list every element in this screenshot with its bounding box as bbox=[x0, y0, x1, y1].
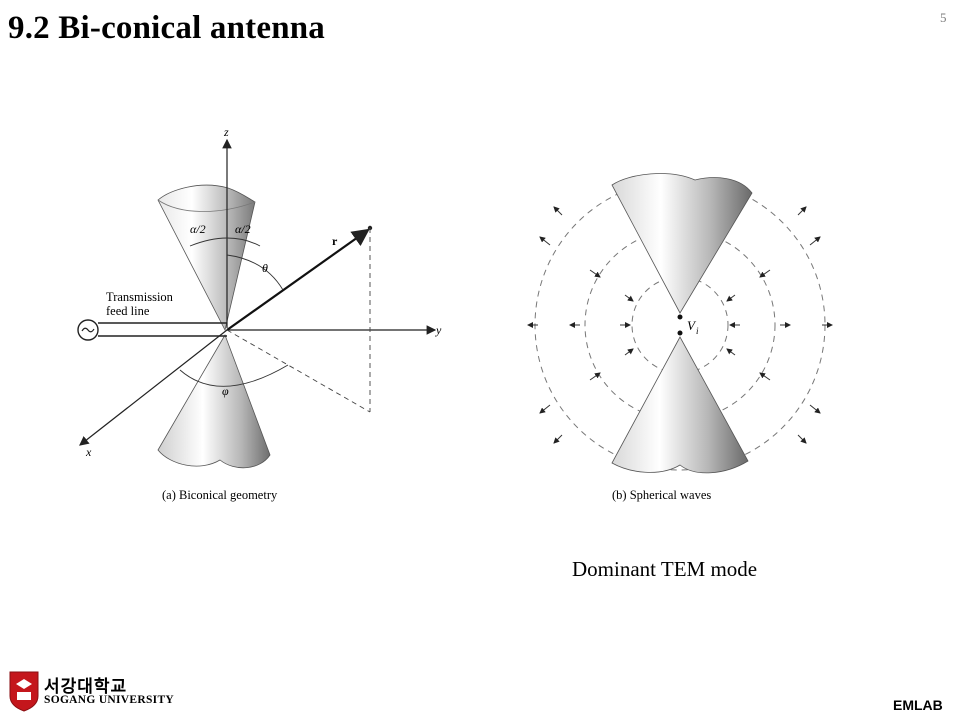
y-axis-label: y bbox=[435, 323, 442, 337]
figure-a-caption: (a) Biconical geometry bbox=[162, 488, 278, 502]
x-axis-label: x bbox=[85, 445, 92, 459]
upper-cone bbox=[157, 184, 256, 332]
lab-name: EMLAB bbox=[893, 697, 943, 713]
transmission-label-line2: feed line bbox=[106, 304, 150, 318]
sogang-seal-icon bbox=[9, 671, 39, 712]
spherical-waves-figure: V i bbox=[527, 173, 833, 474]
transmission-label-line1: Transmission bbox=[106, 290, 174, 304]
upper-cone-b bbox=[611, 173, 753, 314]
vi-label: V bbox=[687, 318, 697, 333]
alpha-right-label: α/2 bbox=[235, 222, 251, 236]
dominant-tem-mode-text: Dominant TEM mode bbox=[572, 557, 758, 581]
slide-title: 9.2 Bi-conical antenna bbox=[8, 10, 325, 46]
alpha-left-label: α/2 bbox=[190, 222, 206, 236]
vi-subscript: i bbox=[696, 326, 699, 336]
lower-cone bbox=[157, 334, 271, 469]
lower-cone-b bbox=[611, 336, 749, 474]
university-korean-name: 서강대학교 bbox=[44, 677, 128, 697]
theta-label: θ bbox=[262, 261, 268, 275]
university-english-name: SOGANG UNIVERSITY bbox=[44, 694, 175, 706]
r-vector-label: r bbox=[332, 234, 338, 248]
phi-label: φ bbox=[222, 384, 229, 398]
biconical-geometry-figure: z y x r θ α/2 α/2 φ Transmission feed li… bbox=[77, 125, 442, 469]
z-axis-label: z bbox=[223, 125, 229, 139]
figure-b-caption: (b) Spherical waves bbox=[612, 488, 712, 502]
page-number: 5 bbox=[940, 10, 947, 25]
